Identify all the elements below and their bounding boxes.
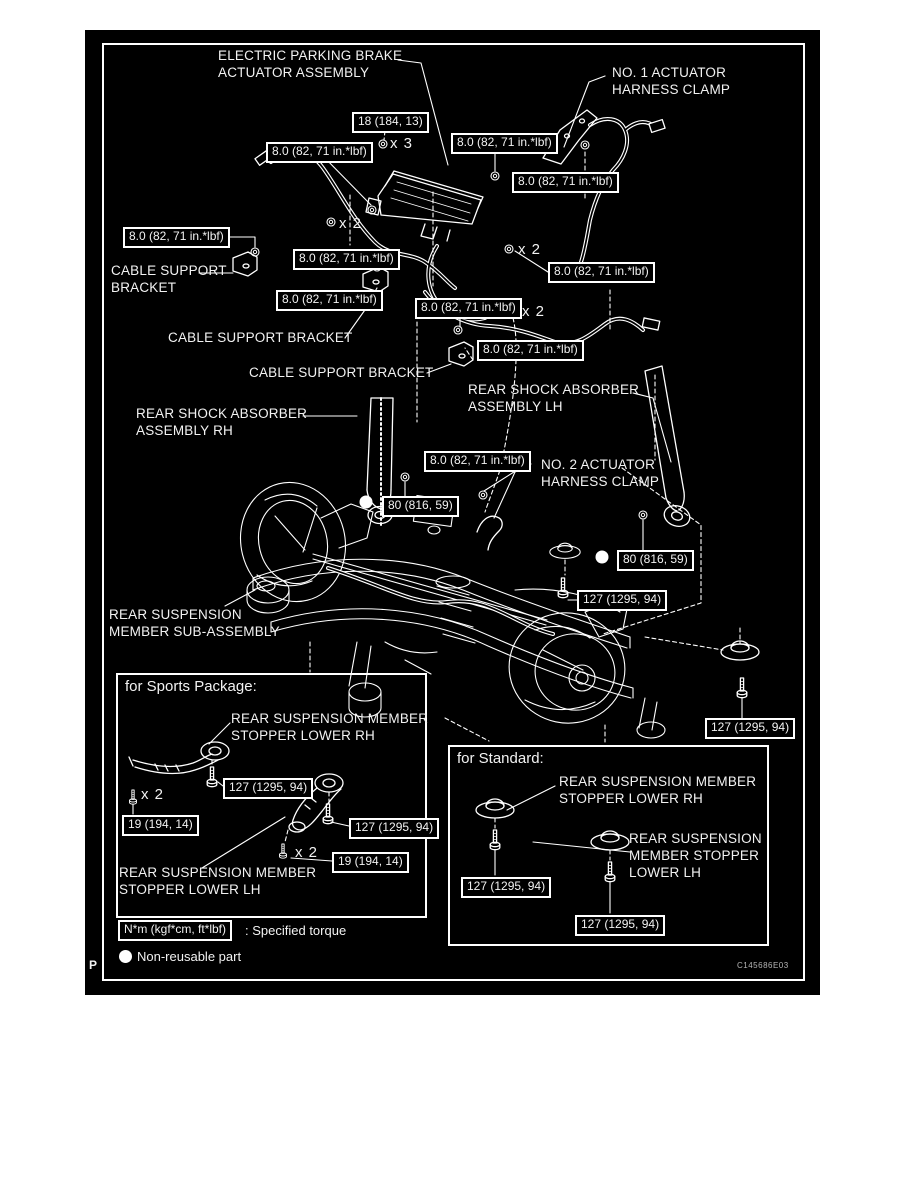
torque-callout-6: 8.0 (82, 71 in.*lbf): [276, 290, 383, 311]
non-reusable-dot-icon: [119, 950, 132, 963]
quantity-marker-x3: x 3: [390, 135, 414, 152]
torque-callout-0: 18 (184, 13): [352, 112, 429, 133]
label-standard-stopper-rh: REAR SUSPENSION MEMBER STOPPER LOWER RH: [559, 774, 757, 806]
torque-callout-17: 127 (1295, 94): [349, 818, 440, 839]
torque-callout-9: 8.0 (82, 71 in.*lbf): [477, 340, 584, 361]
non-reusable-legend: Non-reusable part: [137, 949, 242, 964]
torque-callout-11: 80 (816, 59): [382, 496, 459, 517]
torque-callout-10: 8.0 (82, 71 in.*lbf): [424, 451, 531, 472]
torque-callout-18: 19 (194, 14): [332, 852, 409, 873]
figure-code: C145686E03: [737, 961, 789, 970]
standard-section-title: for Standard:: [457, 750, 544, 767]
label-standard-stopper-lh: REAR SUSPENSION MEMBER STOPPER LOWER LH: [629, 831, 762, 880]
label-sports-stopper-lh: REAR SUSPENSION MEMBER STOPPER LOWER LH: [119, 865, 317, 897]
quantity-marker-x2-1: x 2: [339, 215, 363, 232]
torque-callout-12: 80 (816, 59): [617, 550, 694, 571]
torque-callout-5: 8.0 (82, 71 in.*lbf): [293, 249, 400, 270]
torque-unit-description: : Specified torque: [245, 923, 347, 938]
standard-section-box: for Standard:: [448, 745, 769, 946]
quantity-marker-x2-3: x 2: [522, 303, 546, 320]
page-marker: P: [89, 958, 98, 972]
torque-callout-1: 8.0 (82, 71 in.*lbf): [266, 142, 373, 163]
label-cable-support-bracket-2: CABLE SUPPORT BRACKET: [168, 330, 353, 345]
sports-stopper-drawings: [128, 741, 344, 833]
shock-absorber-lh-drawing: [644, 365, 691, 527]
cable-harness-drawing: [254, 117, 666, 346]
label-epb-actuator-assembly: ELECTRIC PARKING BRAKE ACTUATOR ASSEMBLY: [218, 48, 403, 80]
label-cable-support-bracket-3: CABLE SUPPORT BRACKET: [249, 365, 434, 380]
torque-unit-box: N*m (kgf*cm, ft*lbf): [118, 920, 233, 941]
label-cable-support-bracket-1: CABLE SUPPORT BRACKET: [111, 263, 227, 295]
torque-callout-8: 8.0 (82, 71 in.*lbf): [415, 298, 522, 319]
label-no1-actuator-harness-clamp: NO. 1 ACTUATOR HARNESS CLAMP: [612, 65, 731, 97]
torque-callout-14: 127 (1295, 94): [705, 718, 796, 739]
no2-harness-clamp-drawing: [476, 515, 503, 551]
rear-suspension-member-drawing: [239, 481, 666, 739]
epb-actuator-drawing: [365, 170, 484, 242]
label-no2-actuator-harness-clamp: NO. 2 ACTUATOR HARNESS CLAMP: [541, 457, 660, 489]
torque-callout-19: 127 (1295, 94): [461, 877, 552, 898]
label-rear-shock-absorber-lh: REAR SHOCK ABSORBER ASSEMBLY LH: [468, 382, 640, 414]
sports-package-section-box: for Sports Package:: [116, 673, 427, 918]
torque-callout-2: 8.0 (82, 71 in.*lbf): [451, 133, 558, 154]
torque-callout-15: 127 (1295, 94): [223, 778, 314, 799]
label-sports-stopper-rh: REAR SUSPENSION MEMBER STOPPER LOWER RH: [231, 711, 429, 743]
service-manual-diagram-panel: for Sports Package: for Standard: ELECTR…: [85, 30, 820, 995]
torque-callout-20: 127 (1295, 94): [575, 915, 666, 936]
quantity-marker-x2-5: x 2: [295, 844, 319, 861]
torque-callout-16: 19 (194, 14): [122, 815, 199, 836]
torque-callout-7: 8.0 (82, 71 in.*lbf): [548, 262, 655, 283]
quantity-marker-x2-4: x 2: [141, 786, 165, 803]
torque-callout-3: 8.0 (82, 71 in.*lbf): [512, 172, 619, 193]
label-rear-suspension-member: REAR SUSPENSION MEMBER SUB-ASSEMBLY: [109, 607, 280, 639]
quantity-marker-x2-2: x 2: [518, 241, 542, 258]
label-rear-shock-absorber-rh: REAR SHOCK ABSORBER ASSEMBLY RH: [136, 406, 308, 438]
non-reusable-dots: [359, 495, 609, 564]
sports-package-section-title: for Sports Package:: [125, 678, 257, 695]
torque-callout-4: 8.0 (82, 71 in.*lbf): [123, 227, 230, 248]
torque-callout-13: 127 (1295, 94): [577, 590, 668, 611]
diagram-border-frame: [102, 43, 805, 981]
